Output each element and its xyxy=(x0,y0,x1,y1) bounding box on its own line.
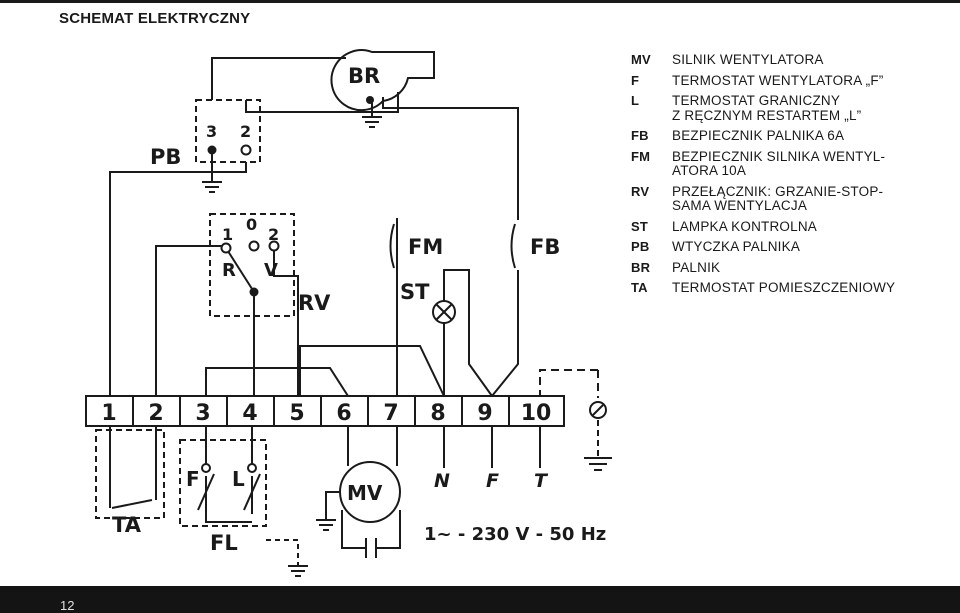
legend-desc: BEZPIECZNIK PALNIKA 6A xyxy=(672,128,845,143)
legend-code: FM xyxy=(631,148,651,164)
legend-code: MV xyxy=(631,52,651,67)
legend-desc: LAMPKA KONTROLNA xyxy=(672,218,817,234)
legend-desc: PRZEŁĄCZNIK: GRZANIE-STOP- SAMA WENTYLAC… xyxy=(672,183,884,213)
legend-desc: BEZPIECZNIK SILNIKA WENTYL- ATORA 10A xyxy=(672,148,886,178)
terminal-2: 2 xyxy=(148,401,163,426)
legend-row-mv: MV SILNIK WENTYLATORA xyxy=(631,52,951,68)
legend-row-br: BR PALNIK xyxy=(631,259,951,276)
label-pb-pin2: 2 xyxy=(240,122,251,141)
terminal-3: 3 xyxy=(195,401,210,426)
terminal-6: 6 xyxy=(336,401,351,426)
legend-code: ST xyxy=(631,218,649,234)
legend-desc: TERMOSTAT POMIESZCZENIOWY xyxy=(672,280,896,295)
label-fl: FL xyxy=(210,531,238,555)
terminal-5: 5 xyxy=(289,401,304,426)
legend-code: BR xyxy=(631,259,651,275)
terminal-8: 8 xyxy=(430,401,445,426)
label-rv-pos2: 2 xyxy=(268,225,279,244)
legend-code: PB xyxy=(631,239,650,254)
label-rv-pos1: 1 xyxy=(222,225,233,244)
legend-desc: WTYCZKA PALNIKA xyxy=(672,239,801,254)
label-rv-r: R xyxy=(222,260,236,281)
label-ta: TA xyxy=(112,513,142,537)
legend-row-f: F TERMOSTAT WENTYLATORA „F” xyxy=(631,72,951,89)
legend-code: TA xyxy=(631,280,648,295)
legend-desc: SILNIK WENTYLATORA xyxy=(672,52,824,67)
legend-code: FB xyxy=(631,128,649,143)
legend: MV SILNIK WENTYLATORA F TERMOSTAT WENTYLAT… xyxy=(631,52,951,302)
legend-desc: TERMOSTAT WENTYLATORA „F” xyxy=(672,72,884,88)
label-supply: 1~ - 230 V - 50 Hz xyxy=(424,524,606,545)
terminal-4: 4 xyxy=(242,401,257,426)
footer-bar xyxy=(0,586,960,613)
label-f-thermostat: F xyxy=(186,467,200,491)
label-fb: FB xyxy=(530,235,560,259)
label-n: N xyxy=(434,470,450,492)
legend-row-fb: FB BEZPIECZNIK PALNIKA 6A xyxy=(631,128,951,144)
legend-row-pb: PB WTYCZKA PALNIKA xyxy=(631,239,951,255)
label-f-supply: F xyxy=(486,470,499,492)
terminal-10: 10 xyxy=(521,401,552,426)
label-pb: PB xyxy=(150,145,181,169)
legend-row-st: ST LAMPKA KONTROLNA xyxy=(631,218,951,235)
label-rv: RV xyxy=(298,291,331,315)
terminal-strip: 1 2 3 4 5 6 7 8 9 10 xyxy=(85,395,565,427)
terminal-7: 7 xyxy=(383,401,398,426)
terminal-1: 1 xyxy=(101,401,116,426)
page-title: SCHEMAT ELEKTRYCZNY xyxy=(59,10,251,27)
label-br: BR xyxy=(348,64,380,88)
top-rule xyxy=(0,0,960,3)
label-t: T xyxy=(534,470,549,492)
legend-desc: PALNIK xyxy=(672,259,721,275)
legend-row-ta: TA TERMOSTAT POMIESZCZENIOWY xyxy=(631,280,951,296)
label-rv-pos0: 0 xyxy=(246,215,257,234)
legend-code: RV xyxy=(631,183,650,199)
page-number: 12 xyxy=(60,598,75,613)
label-l-thermostat: L xyxy=(232,467,245,491)
label-mv: MV xyxy=(347,481,383,505)
label-fm: FM xyxy=(408,235,443,259)
label-rv-v: V xyxy=(264,260,278,281)
legend-row-rv: RV PRZEŁĄCZNIK: GRZANIE-STOP- SAMA WENTYL… xyxy=(631,183,951,214)
legend-row-l: L TERMOSTAT GRANICZNY Z RĘCZNYM RESTARTEM… xyxy=(631,93,951,123)
legend-code: L xyxy=(631,93,640,108)
legend-row-fm: FM BEZPIECZNIK SILNIKA WENTYL- ATORA 10A xyxy=(631,148,951,179)
terminal-9: 9 xyxy=(477,401,492,426)
label-st: ST xyxy=(400,280,430,304)
legend-code: F xyxy=(631,72,640,88)
legend-desc: TERMOSTAT GRANICZNY Z RĘCZNYM RESTARTEM … xyxy=(672,93,862,123)
label-pb-pin3: 3 xyxy=(206,122,217,141)
